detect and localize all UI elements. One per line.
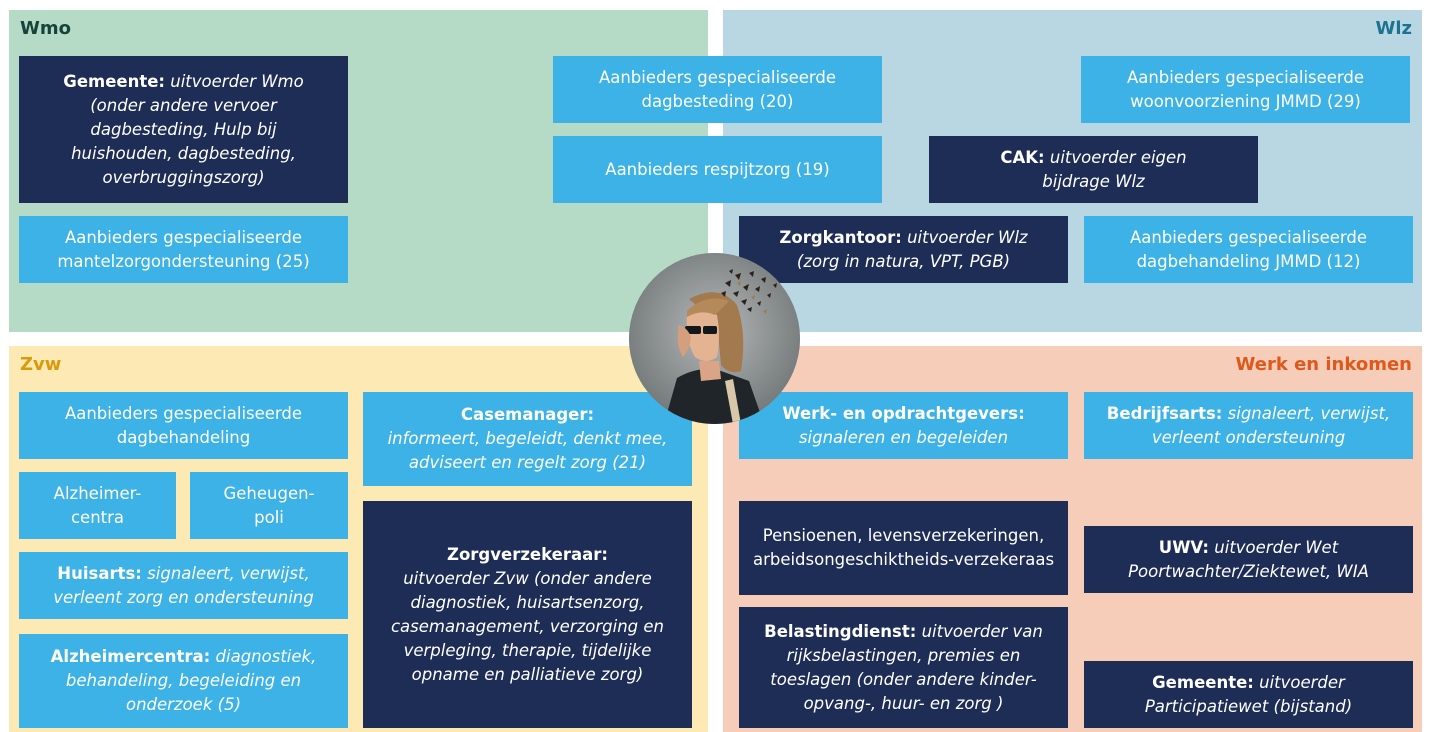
alzheimercentra-small-box: Alzheimer-centra <box>19 472 176 539</box>
cak-box: CAK: uitvoerder eigen bijdrage Wlz <box>929 136 1258 203</box>
cak-text: uitvoerder eigen bijdrage Wlz <box>1042 147 1187 191</box>
alzheimercentra-box: Alzheimercentra: diagnostiek, behandelin… <box>19 634 348 728</box>
zorgkantoor-box: Zorgkantoor: uitvoerder Wlz (zorg in nat… <box>739 216 1068 283</box>
dagbehandeling-text: Aanbieders gespecialiseerde dagbehandeli… <box>64 403 303 447</box>
mantelzorg-box: Aanbieders gespecialiseerde mantelzorgon… <box>19 216 348 283</box>
dagbehandeling-jmmd-box: Aanbieders gespecialiseerde dagbehandeli… <box>1084 216 1413 283</box>
gemeente-wmo-box: Gemeente: uitvoerder Wmo (onder andere v… <box>19 56 348 203</box>
respijtzorg-text: Aanbieders respijtzorg (19) <box>605 159 830 179</box>
pensioenen-box: Pensioenen, levensverzekeringen, arbeids… <box>739 501 1068 595</box>
alzheimercentra-label: Alzheimercentra: <box>50 647 211 666</box>
dagbesteding-text: Aanbieders gespecialiseerde dagbesteding… <box>598 67 837 111</box>
geheugenpoli-text: Geheugen-poli <box>223 483 315 527</box>
casemanager-label: Casemanager: <box>460 405 595 424</box>
pensioenen-text: Pensioenen, levensverzekeringen, arbeids… <box>752 526 1055 569</box>
zorgkantoor-label: Zorgkantoor: <box>779 227 902 247</box>
alzheimercentra-text: diagnostiek, behandeling, begeleiding en… <box>65 647 317 714</box>
quadrant-title-werk-en-inkomen: Werk en inkomen <box>1235 354 1412 375</box>
belastingdienst-label: Belastingdienst: <box>764 621 917 641</box>
dagbehandeling-box: Aanbieders gespecialiseerde dagbehandeli… <box>19 392 348 459</box>
quadrant-title-zvw: Zvw <box>20 354 62 375</box>
geheugenpoli-box: Geheugen-poli <box>190 472 348 539</box>
alzheimercentra-small-text: Alzheimer-centra <box>53 483 142 527</box>
werkgevers-label: Werk- en opdrachtgevers: <box>782 403 1025 423</box>
zorgverzekeraar-box: Zorgverzekeraar: uitvoerder Zvw (onder an… <box>363 501 692 728</box>
casemanager-box: Casemanager: informeert, begeleidt, denkt… <box>363 392 692 486</box>
huisarts-text: signaleert, verwijst, verleent zorg en o… <box>53 563 314 607</box>
bedrijfsarts-label: Bedrijfsarts: <box>1106 403 1223 423</box>
mantelzorg-text: Aanbieders gespecialiseerde mantelzorgon… <box>57 227 310 271</box>
quadrant-title-wmo: Wmo <box>20 18 71 39</box>
zorgverzekeraar-label: Zorgverzekeraar: <box>447 544 608 564</box>
cak-label: CAK: <box>1000 147 1045 167</box>
gemeente-werk-label: Gemeente: <box>1152 672 1254 692</box>
belastingdienst-text: uitvoerder van rijksbelastingen, premies… <box>770 621 1043 713</box>
dagbehandeling-jmmd-text: Aanbieders gespecialiseerde dagbehandeli… <box>1129 227 1368 271</box>
woonvoorziening-text: Aanbieders gespecialiseerde woonvoorzien… <box>1126 67 1365 111</box>
respijtzorg-box: Aanbieders respijtzorg (19) <box>553 136 882 203</box>
zorgkantoor-text: uitvoerder Wlz (zorg in natura, VPT, PGB… <box>796 227 1028 271</box>
huisarts-box: Huisarts: signaleert, verwijst, verleent… <box>19 552 348 619</box>
gemeente-werk-box: Gemeente: uitvoerder Participatiewet (bi… <box>1084 661 1413 728</box>
belastingdienst-box: Belastingdienst: uitvoerder van rijksbel… <box>739 607 1068 728</box>
huisarts-label: Huisarts: <box>57 563 142 583</box>
bedrijfsarts-text: signaleert, verwijst, verleent ondersteu… <box>1151 403 1391 447</box>
woonvoorziening-box: Aanbieders gespecialiseerde woonvoorzien… <box>1081 56 1410 123</box>
casemanager-text: informeert, begeleidt, denkt mee, advise… <box>387 429 668 472</box>
uwv-text: uitvoerder Wet Poortwachter/Ziektewet, W… <box>1128 537 1369 581</box>
gemeente-wmo-text: uitvoerder Wmo (onder andere vervoer dag… <box>71 71 304 187</box>
gemeente-wmo-label: Gemeente: <box>63 71 166 91</box>
werkgevers-box: Werk- en opdrachtgevers: signaleren en be… <box>739 392 1068 459</box>
quadrant-title-wlz: Wlz <box>1375 18 1412 39</box>
werkgevers-text: signaleren en begeleiden <box>798 427 1009 447</box>
uwv-box: UWV: uitvoerder Wet Poortwachter/Ziektew… <box>1084 526 1413 593</box>
woman-dementia-illustration <box>629 253 800 424</box>
woman-dementia-photo <box>629 253 800 424</box>
dagbesteding-box: Aanbieders gespecialiseerde dagbesteding… <box>553 56 882 123</box>
gemeente-werk-text: uitvoerder Participatiewet (bijstand) <box>1144 672 1353 716</box>
uwv-label: UWV: <box>1158 537 1210 557</box>
zorgverzekeraar-text: uitvoerder Zvw (onder andere diagnostiek… <box>390 568 665 684</box>
bedrijfsarts-box: Bedrijfsarts: signaleert, verwijst, verl… <box>1084 392 1413 459</box>
